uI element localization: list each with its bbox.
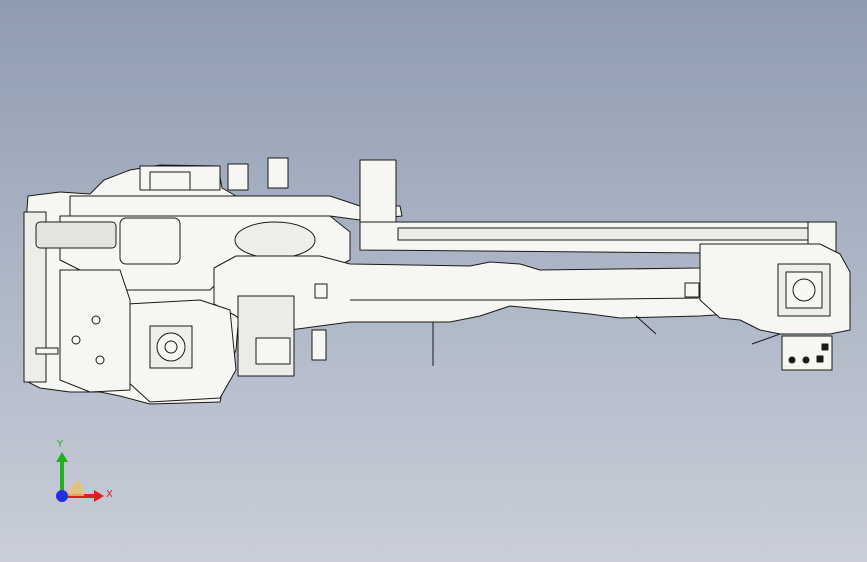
top-bracket — [149, 171, 191, 191]
joint-disc — [234, 221, 316, 259]
end-effector-plate — [781, 335, 833, 371]
x-axis-label: X — [106, 489, 113, 500]
base-left-block — [23, 211, 47, 383]
top-clamp-2 — [267, 157, 289, 189]
motor-cylinder-left — [35, 221, 117, 249]
top-clamp-1 — [227, 163, 249, 191]
triad-axes — [56, 452, 104, 502]
gear-box-small — [255, 337, 291, 365]
y-axis-label: Y — [57, 439, 64, 450]
wrist-motor-shaft — [792, 278, 816, 302]
side-plate — [59, 269, 131, 393]
arm-slot-2 — [684, 282, 700, 298]
motor-cylinder-mid — [119, 217, 181, 265]
top-link-end-block — [359, 159, 397, 223]
link-inner-band — [397, 227, 811, 241]
z-axis-dot — [56, 490, 68, 502]
coordinate-triad: Y X — [40, 436, 120, 516]
hose-clip — [311, 329, 327, 361]
arm-slot-1 — [314, 283, 328, 299]
motor-shaft-inner — [164, 340, 178, 354]
